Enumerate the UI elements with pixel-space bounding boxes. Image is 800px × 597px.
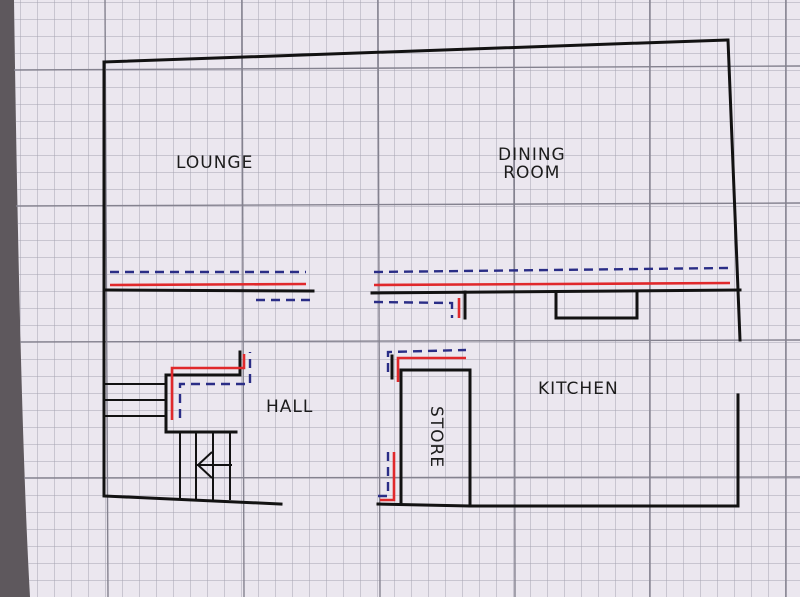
red-lines [109,281,731,502]
staircase [105,383,232,500]
grid-lines [14,0,800,597]
room-label-store: STORE [426,405,447,469]
outer-wall-top [102,38,728,64]
walls [102,38,742,508]
store-wall-right [399,368,472,508]
outer-wall-left-bottom [102,60,283,506]
stair-wall-top [164,350,242,377]
major-grid [13,0,800,597]
divider-wall-left [104,288,315,293]
dining-label-line2: ROOM [503,163,561,183]
room-label-kitchen: KITCHEN [538,379,619,399]
blue-dashed-lines [110,266,729,498]
room-label-dining-room: DINING ROOM [498,146,566,182]
stair-arrow-icon [196,451,232,479]
room-label-hall: HALL [266,397,314,417]
dining-label-line1: DINING [498,145,566,165]
kitchen-unit [554,290,639,320]
room-label-lounge: LOUNGE [176,153,254,173]
